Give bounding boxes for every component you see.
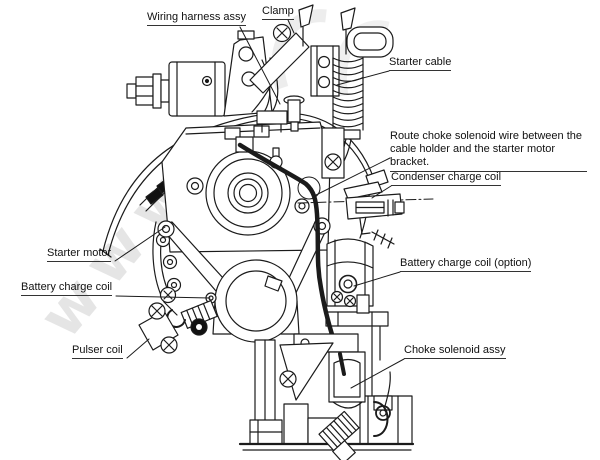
- label-starter-cable: Starter cable: [389, 56, 452, 72]
- leader-clamp: [287, 19, 295, 34]
- label-wiring-harness-assy: Wiring harness assy: [147, 11, 247, 27]
- label-clamp: Clamp: [262, 5, 294, 21]
- leader-route-note: [313, 157, 391, 197]
- leader-battery-coil: [115, 295, 211, 299]
- wire-eyelet: [375, 371, 391, 421]
- choke-solenoid-drawing: [318, 351, 366, 460]
- flywheel-drawing: [186, 150, 310, 236]
- label-condenser-charge-coil: Condenser charge coil: [391, 171, 502, 187]
- pulser-coil-assembly: [138, 299, 218, 354]
- leader-wiring-harness: [239, 26, 281, 105]
- label-pulser-coil: Pulser coil: [72, 344, 123, 360]
- solenoid-canister: [325, 238, 389, 327]
- leader-battery-option: [353, 271, 401, 287]
- harness-connectors: [235, 95, 305, 169]
- leader-starter-motor: [114, 226, 166, 262]
- label-starter-motor: Starter motor: [47, 247, 112, 263]
- routing-highlight-circle: [297, 153, 342, 200]
- starter-bracket-plate: [223, 30, 291, 117]
- leader-pulser-coil: [126, 338, 150, 359]
- clamp-drawing: [249, 23, 310, 94]
- leader-choke-solenoid: [350, 358, 405, 389]
- lower-rotor-drawing: [159, 259, 300, 343]
- label-route-note: Route choke solenoid wire between the ca…: [390, 130, 587, 172]
- choke-solenoid-wire: [237, 142, 345, 379]
- starter-motor-drawing: [126, 61, 226, 117]
- option-coil-parts: [330, 229, 395, 314]
- label-battery-charge-coil-option: Battery charge coil (option): [400, 257, 532, 273]
- label-battery-charge-coil: Battery charge coil: [21, 281, 113, 297]
- label-choke-solenoid-assy: Choke solenoid assy: [404, 344, 506, 360]
- leader-lines: [114, 19, 405, 389]
- leader-condenser: [371, 185, 392, 199]
- leader-starter-cable: [336, 70, 390, 86]
